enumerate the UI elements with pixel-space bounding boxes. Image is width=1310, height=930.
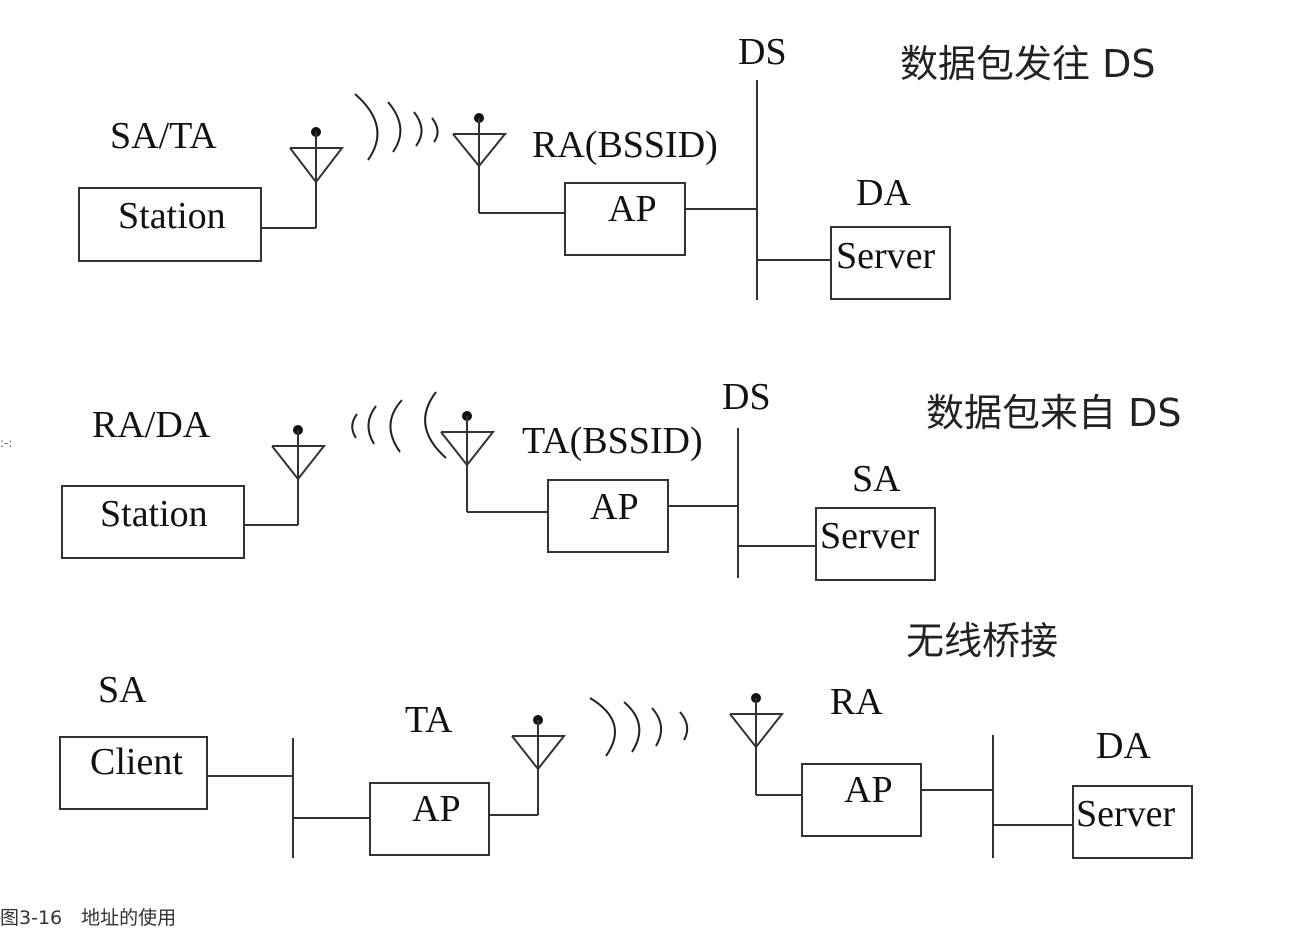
ap-label: AP — [608, 188, 657, 230]
ap-role-label: TA(BSSID) — [522, 420, 703, 462]
ap-rx-box — [801, 763, 922, 837]
station-label: Station — [118, 195, 226, 237]
ap-rx-role-label: RA — [830, 681, 883, 723]
server-role-label: DA — [856, 172, 911, 214]
ap-tx-label: AP — [412, 788, 461, 830]
client-role-label: SA — [98, 669, 147, 711]
ap-label: AP — [590, 486, 639, 528]
station-role-label: RA/DA — [92, 404, 211, 446]
side-mark: :-: — [0, 436, 13, 450]
station-label: Station — [100, 493, 208, 535]
radio-waves-icon — [589, 697, 689, 757]
server-label: Server — [820, 515, 920, 557]
ap-role-label: RA(BSSID) — [532, 124, 718, 166]
station-role-label: SA/TA — [110, 115, 217, 157]
antenna-icon — [511, 715, 567, 815]
server-label: Server — [1076, 793, 1176, 835]
ap-tx-box — [369, 782, 490, 856]
radio-waves-icon — [351, 391, 447, 459]
heading-wireless-bridge: 无线桥接 — [906, 619, 1058, 663]
server-box — [1072, 785, 1193, 859]
client-box — [59, 736, 208, 810]
diagram-from-ds: 数据包来自 DS DS RA/DA Station TA(BSSID) AP — [61, 376, 1181, 581]
ds-label: DS — [738, 31, 787, 73]
server-box — [815, 507, 936, 581]
client-label: Client — [90, 741, 183, 783]
ds-label: DS — [722, 376, 771, 418]
diagram-wireless-bridge: 无线桥接 SA Client TA AP RA AP — [59, 619, 1193, 859]
ap-tx-role-label: TA — [405, 699, 453, 741]
heading-to-ds: 数据包发往 DS — [900, 42, 1155, 86]
antenna-icon — [452, 113, 508, 213]
figure-caption: 图3-16 地址的使用 — [0, 907, 177, 929]
radio-waves-icon — [354, 93, 439, 161]
address-usage-diagram: 数据包发往 DS DS SA/TA Station RA(BSSID) AP — [59, 31, 1193, 859]
station-box — [78, 187, 262, 262]
station-box — [61, 485, 245, 559]
antenna-icon — [729, 693, 785, 795]
ap-box — [547, 479, 669, 553]
antenna-icon — [271, 425, 327, 525]
server-role-label: SA — [852, 458, 901, 500]
heading-from-ds: 数据包来自 DS — [926, 391, 1181, 435]
diagram-to-ds: 数据包发往 DS DS SA/TA Station RA(BSSID) AP — [78, 31, 1155, 300]
server-label: Server — [836, 235, 936, 277]
ap-rx-label: AP — [844, 769, 893, 811]
server-box — [830, 226, 951, 300]
ap-box — [564, 182, 686, 256]
antenna-icon — [440, 411, 496, 512]
server-role-label: DA — [1096, 725, 1151, 767]
antenna-icon — [289, 127, 345, 228]
